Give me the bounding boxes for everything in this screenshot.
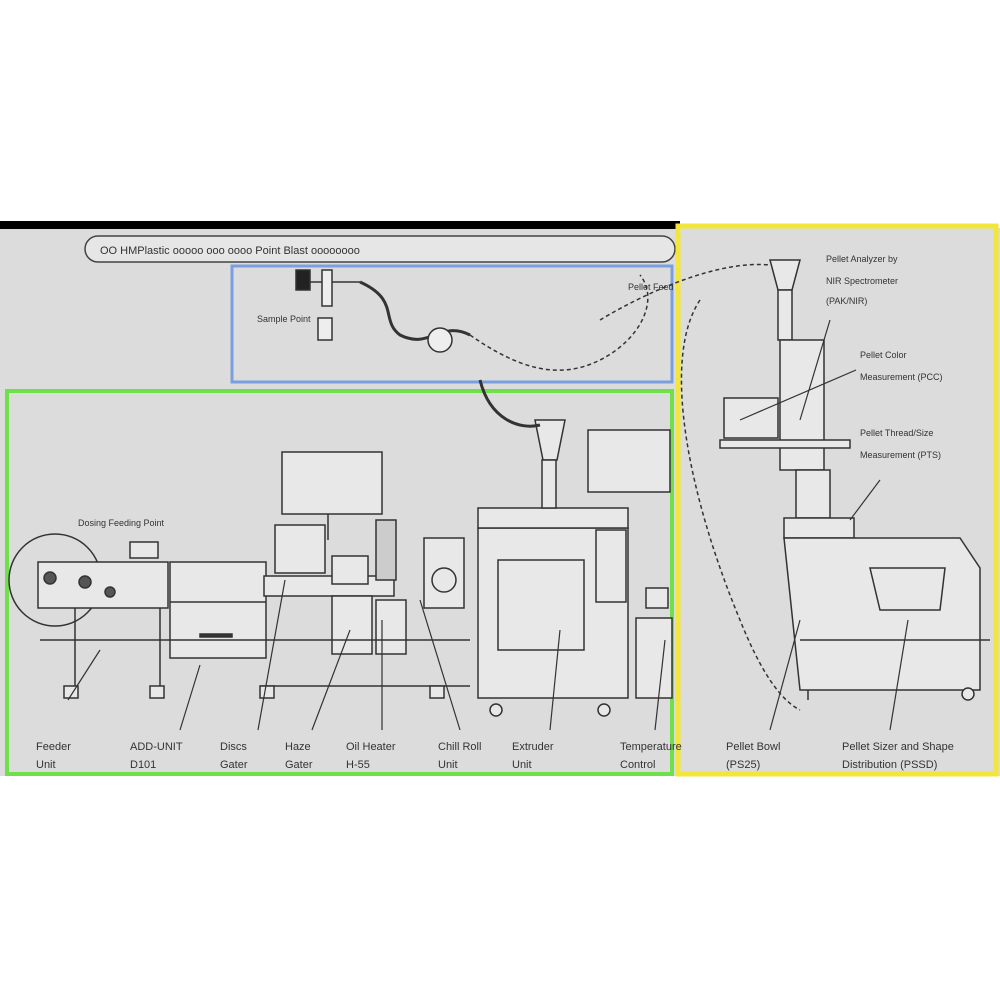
pellet-analyzer-line3: (PAK/NIR) [826,296,867,306]
extrusion-line-equipment [8,379,673,717]
bottom-label-line1: Feeder [36,741,71,753]
sample-point-label: Sample Point [257,314,311,324]
sampling-region-box [230,264,674,384]
pellet-thread-line2: Measurement (PTS) [860,450,941,460]
banner-pipe: OO HMPlastic ooooo ooo oooo Point Blast … [84,235,676,263]
bottom-label-line2: H-55 [346,759,370,771]
feed-unit-top-label: Pellet Feed [628,282,674,292]
bottom-label-line1: Temperature [620,741,682,753]
bottom-label-line2: D101 [130,759,156,771]
bottom-label-line1: Haze [285,741,311,753]
extrusion-line-box [5,389,674,776]
bottom-label-line1: Discs [220,741,247,753]
bottom-label-line1: Chill Roll [438,741,481,753]
pellet-color-line1: Pellet Color [860,350,907,360]
bottom-label-line1: Pellet Bowl [726,741,780,753]
pellet-thread-line1: Pellet Thread/Size [860,428,933,438]
bottom-label-line2: Unit [512,759,532,771]
bottom-label-line1: Pellet Sizer and Shape [842,741,954,753]
analyzer-equipment [599,259,990,711]
bottom-label-line2: (PS25) [726,759,760,771]
pellet-analyzer-line1: Pellet Analyzer by [826,254,898,264]
banner-text: OO HMPlastic ooooo ooo oooo Point Blast … [100,245,360,257]
bottom-label-line2: Unit [36,759,56,771]
pellet-analyzer-line2: NIR Spectrometer [826,276,898,286]
top-band [0,221,680,229]
leader-lines [67,319,909,731]
sample-point-assembly [295,269,649,371]
pellet-color-line2: Measurement (PCC) [860,372,943,382]
bottom-label-line1: Oil Heater [346,741,396,753]
analyzer-callouts: Pellet Analyzer by NIR Spectrometer (PAK… [826,254,943,460]
bottom-label-line2: Gater [285,759,313,771]
bottom-label-line2: Control [620,759,655,771]
analyzer-region-box [675,223,999,777]
bottom-label-line1: Extruder [512,741,554,753]
bottom-label-line2: Gater [220,759,248,771]
bottom-label-line1: ADD-UNIT [130,741,183,753]
dosing-feeder-label: Dosing Feeding Point [78,518,165,528]
bottom-label-line2: Unit [438,759,458,771]
bottom-label-line2: Distribution (PSSD) [842,759,937,771]
